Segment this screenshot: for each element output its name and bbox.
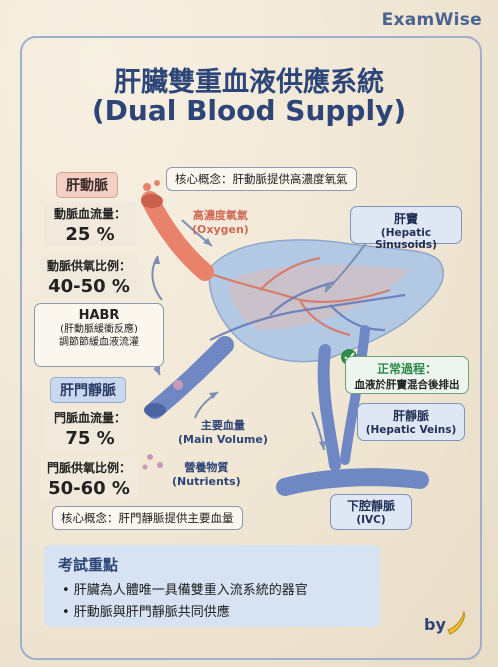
sinusoids-zh: 肝竇 xyxy=(393,212,418,226)
process-callout: 正常過程： 血液於肝竇混合後排出 xyxy=(345,356,469,394)
artery-oxygen-label: 動脈供氧比例： xyxy=(46,259,131,273)
artery-flow-stat: 動脈血流量： 25 % xyxy=(44,202,136,246)
exam-heading: 考試重點 xyxy=(58,556,119,574)
title-chinese: 肝臟雙重血液供應系統 xyxy=(114,67,384,98)
portal-flow-label: 門脈血流量： xyxy=(53,411,126,425)
banana-icon xyxy=(447,610,465,635)
exam-item: • 肝臟為人體唯一具備雙重入流系統的器官 xyxy=(62,583,308,598)
title-english: (Dual Blood Supply) xyxy=(91,94,407,127)
oxygen-label-en: (Oxygen) xyxy=(192,223,249,236)
hepatic-vein-path xyxy=(317,344,341,471)
core-concept-artery: 核心概念：肝動脈提供高濃度氧氣 xyxy=(166,167,357,191)
nutrients-zh: 營養物質 xyxy=(184,461,229,474)
core-concept-portal: 核心概念：肝門靜脈提供主要血量 xyxy=(52,506,243,530)
process-text: 血液於肝竇混合後排出 xyxy=(354,379,460,391)
portal-oxygen-label: 門脈供氧比例： xyxy=(46,461,131,475)
hepatic-artery xyxy=(141,191,214,281)
portal-flow-value: 75 % xyxy=(65,428,115,449)
ivc-zh: 下腔靜脈 xyxy=(346,499,395,513)
nutrients-label: 營養物質 (Nutrients) xyxy=(172,459,241,488)
artery-oxygen-value: 40-50 % xyxy=(48,276,130,297)
artery-opening xyxy=(141,194,163,208)
oxygen-label: 高濃度氧氣 (Oxygen) xyxy=(192,207,249,236)
poster-frame xyxy=(20,36,482,660)
artery-flow-value: 25 % xyxy=(65,224,115,245)
nutrients-en: (Nutrients) xyxy=(172,475,241,488)
habr-box: HABR (肝動脈緩衝反應) 調節節緩血液流灌 xyxy=(34,303,164,367)
portal-vein xyxy=(146,336,234,419)
sinusoids-callout: 肝竇 (Hepatic Sinusoids) xyxy=(350,206,462,251)
habr-line2: 調節節緩血液流灌 xyxy=(59,337,139,348)
arrow-heads xyxy=(153,238,332,450)
hepatic-veins-zh: 肝靜脈 xyxy=(392,409,429,423)
portal-flow-stat: 門脈血流量： 75 % xyxy=(44,406,136,450)
ivc-en: (IVC) xyxy=(356,514,386,526)
footer-by: by xyxy=(424,615,446,634)
ivc-path xyxy=(276,468,429,496)
exam-points-box: 考試重點 • 肝臟為人體唯一具備雙重入流系統的器官 • 肝動脈與肝門靜脈共同供應 xyxy=(44,545,380,627)
main-volume-en: (Main Volume) xyxy=(178,433,268,446)
exam-item: • 肝動脈與肝門靜脈共同供應 xyxy=(62,605,230,620)
ivc-callout: 下腔靜脈 (IVC) xyxy=(330,494,412,530)
liver-shading xyxy=(229,264,410,330)
brand-logo: ExamWise xyxy=(381,10,482,30)
liver-shape xyxy=(208,239,445,363)
portal-opening xyxy=(144,403,166,417)
habr-line1: (肝動脈緩衝反應) xyxy=(60,324,138,335)
habr-title: HABR xyxy=(78,308,120,323)
tag-portal-vein: 肝門靜脈 xyxy=(50,377,126,403)
main-volume-label: 主要血量 (Main Volume) xyxy=(178,417,268,446)
portal-oxygen-stat: 門脈供氧比例： 50-60 % xyxy=(40,456,138,500)
artery-flow-label: 動脈血流量： xyxy=(53,207,126,221)
hepatic-vein-path-2 xyxy=(340,325,370,465)
process-title: 正常過程： xyxy=(376,362,437,376)
arterial-branches xyxy=(199,256,391,337)
tag-hepatic-artery: 肝動脈 xyxy=(56,172,118,198)
main-volume-zh: 主要血量 xyxy=(200,419,245,432)
portal-oxygen-value: 50-60 % xyxy=(48,478,130,499)
artery-oxygen-stat: 動脈供氧比例： 40-50 % xyxy=(40,254,138,298)
hepatic-veins-en: (Hepatic Veins) xyxy=(365,424,457,436)
hepatic-veins-callout: 肝靜脈 (Hepatic Veins) xyxy=(357,403,465,441)
sinusoids-en: (Hepatic Sinusoids) xyxy=(375,227,437,251)
oxygen-label-zh: 高濃度氧氣 xyxy=(192,209,248,222)
